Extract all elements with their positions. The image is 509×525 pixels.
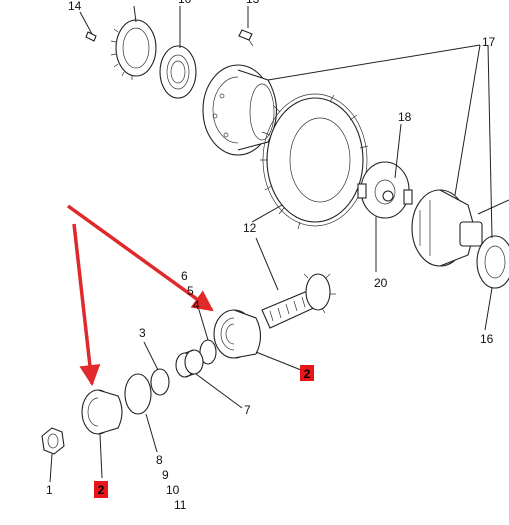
label-5: 5: [187, 284, 194, 298]
label-17: 17: [482, 35, 496, 49]
label-9: 9: [162, 468, 169, 482]
label-8: 8: [156, 453, 163, 467]
highlight-tag-lower: 2: [94, 481, 108, 498]
shaft-right-line: [477, 199, 509, 215]
red-arrow-lower: [72, 223, 101, 387]
part-2-bearing-lower: [81, 389, 123, 435]
part-12-ring-gear: [260, 93, 369, 230]
label-7: 7: [244, 403, 251, 417]
part-17-right-housing: [411, 189, 483, 267]
part-10-bearing-top: [159, 45, 197, 99]
tag-label-lower: 2: [98, 483, 105, 497]
part-8-ring: [124, 373, 152, 415]
highlight-arrows: [66, 204, 214, 387]
part-2-bearing-upper: [213, 309, 262, 359]
label-12: 12: [243, 221, 257, 235]
label-4: 4: [193, 298, 200, 312]
part-pinion-shaft: [261, 273, 336, 329]
label-10-top: 10: [178, 0, 192, 6]
label-13: 13: [246, 0, 260, 6]
label-16: 16: [480, 332, 494, 346]
label-10-bottom: 10: [166, 483, 180, 497]
red-arrow-upper: [66, 204, 214, 312]
part-7-spacer: [175, 349, 204, 378]
label-6: 6: [181, 269, 188, 283]
part-17-housing: [202, 64, 277, 156]
label-14: 14: [68, 0, 82, 13]
part-18-20-spider-gear: [357, 161, 413, 219]
part-13-bolt: [238, 29, 254, 47]
part-1-nut: [41, 427, 65, 455]
part-14-nut: [110, 19, 157, 80]
part-16-bearing-right: [476, 235, 509, 289]
tag-label-upper: 2: [304, 367, 311, 381]
label-1: 1: [46, 483, 53, 497]
part-3-shim: [150, 368, 170, 396]
label-11: 11: [174, 498, 187, 512]
label-18: 18: [398, 110, 412, 124]
part-14-bolt: [85, 31, 97, 42]
highlight-tag-upper: 2: [300, 365, 314, 381]
label-3: 3: [139, 326, 146, 340]
leader-lines: [49, 5, 493, 483]
part-labels: 14 10 13 17 18 12 20 6 5 4 3 7 16 8 9 10…: [46, 0, 496, 512]
label-20: 20: [374, 276, 388, 290]
